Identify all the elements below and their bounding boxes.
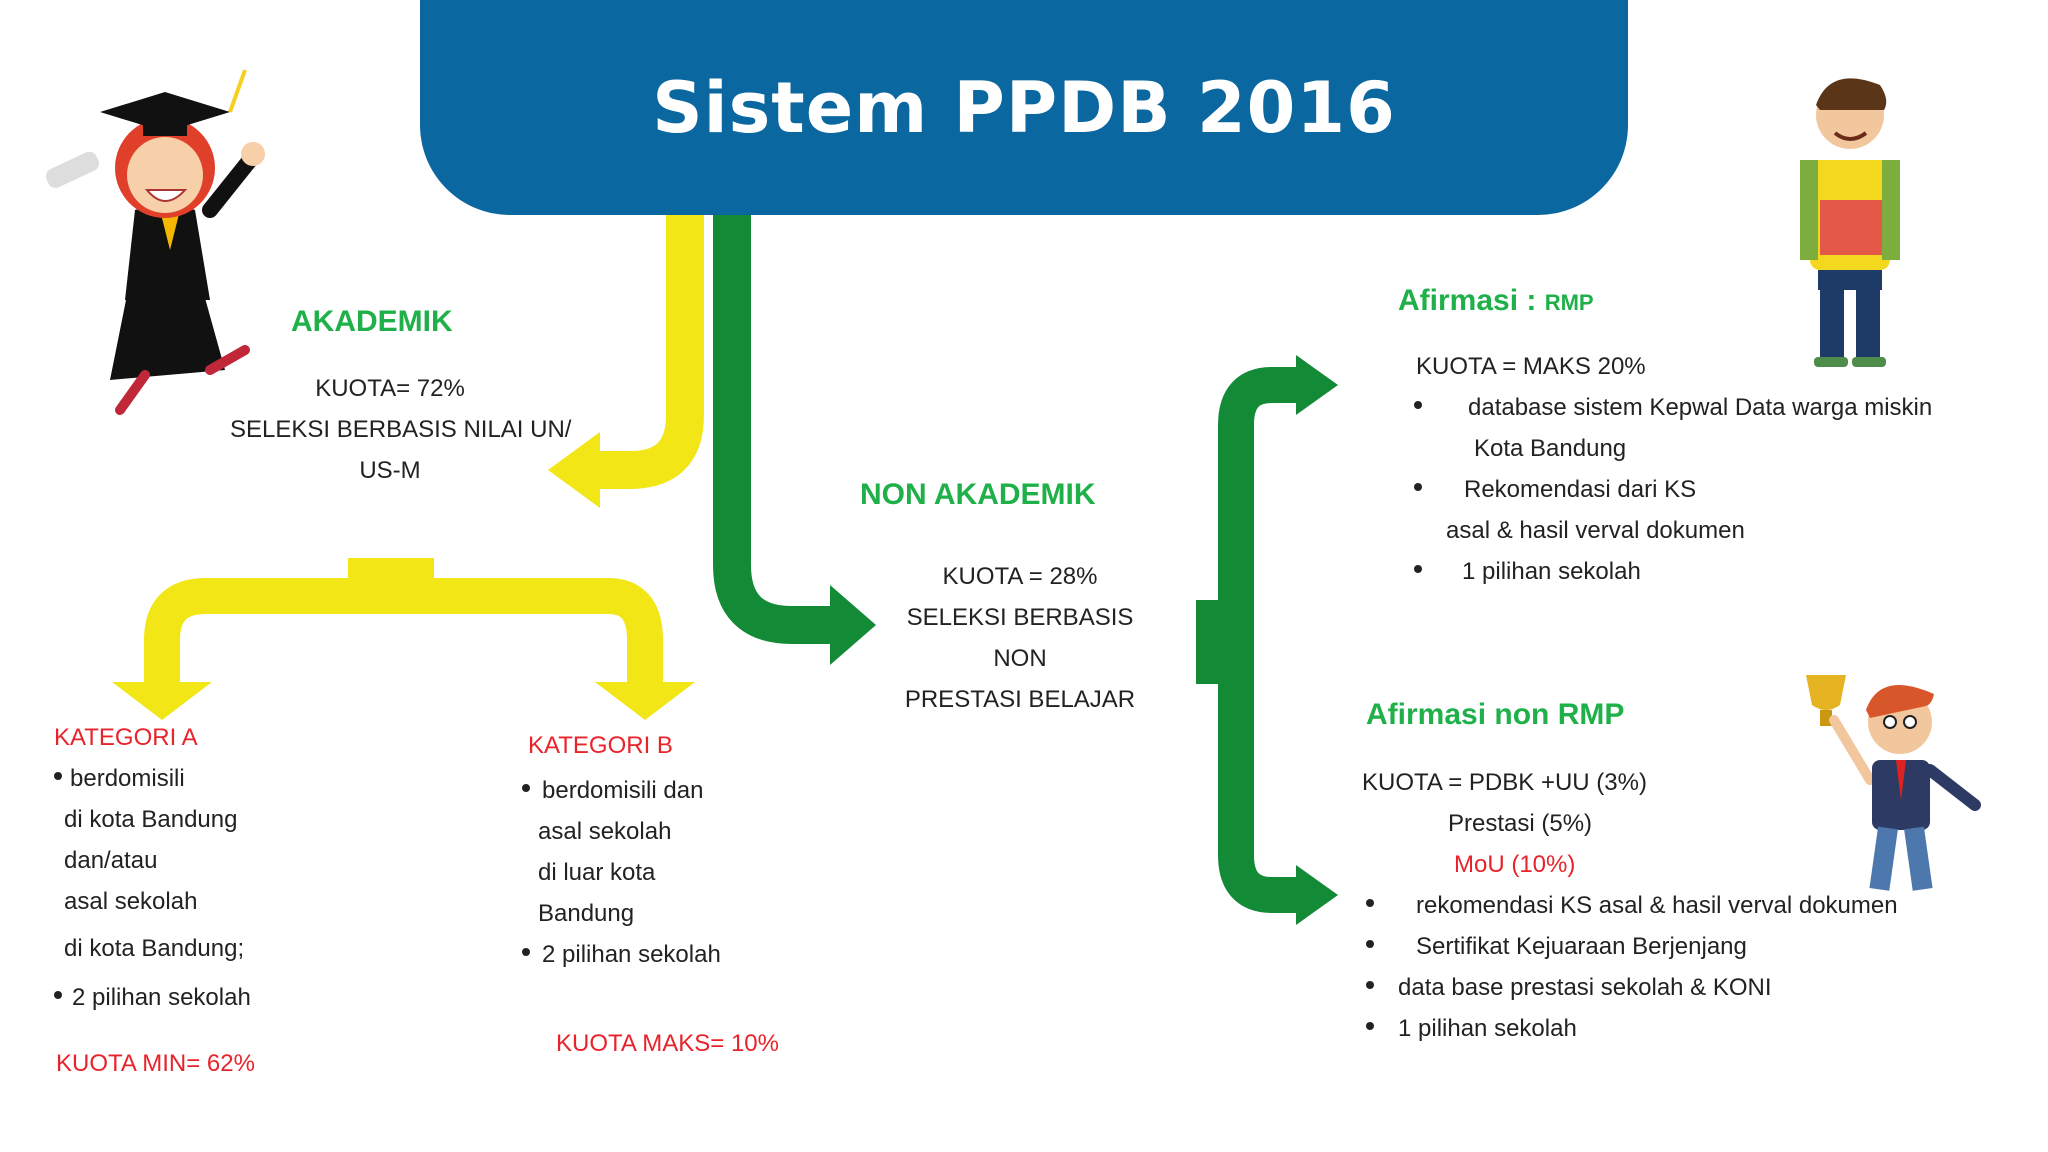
kategori-a-bullet-2: 2 pilihan sekolah — [54, 977, 251, 1018]
akademik-quota: KUOTA= 72% — [315, 375, 465, 402]
afirmasi-prestasi: Prestasi (5%) — [1448, 810, 1593, 837]
afirmasi-mou: MoU (10%) — [1454, 851, 1576, 878]
akademik-selection: SELEKSI BERBASIS NILAI UN/ — [230, 416, 572, 443]
arrow-head-non-rmp — [1296, 865, 1338, 925]
afirmasi-non-rmp-bullet-2: Sertifikat Kejuaraan Berjenjang — [1366, 926, 1898, 967]
bullet-icon — [1414, 565, 1422, 573]
page-title: Sistem PPDB 2016 — [652, 66, 1396, 149]
kategori-b-quota: KUOTA MAKS= 10% — [556, 1030, 779, 1057]
bullet-icon — [54, 772, 62, 780]
bullet-icon — [1366, 981, 1374, 989]
non-akademik-body: KUOTA = 28% SELEKSI BERBASIS NON PRESTAS… — [890, 556, 1150, 720]
kategori-a-heading: KATEGORI A — [54, 724, 198, 751]
bullet-icon — [1366, 1022, 1374, 1030]
afirmasi-non-rmp-bullet-1: rekomendasi KS asal & hasil verval dokum… — [1366, 885, 1898, 926]
akademik-heading: AKADEMIK — [291, 305, 453, 338]
arrow-to-non-akademik — [713, 200, 838, 644]
non-akademik-heading: NON AKADEMIK — [860, 478, 1096, 511]
arrow-to-akademik — [590, 200, 704, 489]
akademik-body: KUOTA= 72% SELEKSI BERBASIS NILAI UN/ US… — [230, 368, 572, 491]
kategori-a-bullet-1: berdomisili — [54, 758, 251, 799]
afirmasi-non-rmp-quota: KUOTA = PDBK +UU (3%) — [1362, 769, 1647, 796]
title-banner: Sistem PPDB 2016 — [420, 0, 1628, 215]
afirmasi-non-rmp-body: KUOTA = PDBK +UU (3%) Prestasi (5%) MoU … — [1362, 762, 1898, 1049]
arrow-head-kategori-a — [112, 682, 212, 720]
split-branch — [144, 578, 663, 690]
afirmasi-rmp-body: KUOTA = MAKS 20% database sistem Kepwal … — [1414, 346, 1932, 592]
graduate-girl-illustration — [45, 69, 265, 415]
afirmasi-non-rmp-heading: Afirmasi non RMP — [1366, 698, 1625, 731]
akademik-selection-cont: US-M — [359, 457, 421, 484]
bullet-icon — [1366, 899, 1374, 907]
bracket-branch — [1218, 367, 1302, 913]
bullet-icon — [522, 948, 530, 956]
afirmasi-non-rmp-bullet-3: data base prestasi sekolah & KONI — [1366, 967, 1898, 1008]
arrow-head-kategori-b — [595, 682, 695, 720]
bullet-icon — [1414, 483, 1422, 491]
bullet-icon — [522, 784, 530, 792]
kategori-a-quota: KUOTA MIN= 62% — [56, 1050, 255, 1077]
arrow-head-akademik — [548, 432, 600, 508]
afirmasi-rmp-heading: Afirmasi : RMP — [1398, 284, 1594, 317]
afirmasi-rmp-bullet-1: database sistem Kepwal Data warga miskin — [1414, 387, 1932, 428]
student-boy-illustration — [1800, 78, 1900, 367]
arrow-head-rmp — [1296, 355, 1338, 415]
afirmasi-non-rmp-bullet-4: 1 pilihan sekolah — [1366, 1008, 1898, 1049]
non-akademik-quota: KUOTA = 28% — [942, 563, 1098, 590]
kategori-b-bullet-1: berdomisili dan — [522, 770, 721, 811]
kategori-b-bullet-2: 2 pilihan sekolah — [522, 934, 721, 975]
trophy-boy-illustration — [1806, 675, 1981, 891]
afirmasi-rmp-bullet-3: 1 pilihan sekolah — [1414, 551, 1932, 592]
afirmasi-rmp-bullet-2: Rekomendasi dari KS — [1414, 469, 1932, 510]
kategori-a-body: berdomisili di kota Bandung dan/atau asa… — [54, 758, 251, 1018]
bullet-icon — [54, 991, 62, 999]
bullet-icon — [1414, 401, 1422, 409]
kategori-b-heading: KATEGORI B — [528, 732, 673, 759]
afirmasi-rmp-quota: KUOTA = MAKS 20% — [1416, 353, 1646, 380]
bullet-icon — [1366, 940, 1374, 948]
arrow-head-non-akademik — [830, 585, 876, 665]
kategori-b-body: berdomisili dan asal sekolah di luar kot… — [522, 770, 721, 975]
